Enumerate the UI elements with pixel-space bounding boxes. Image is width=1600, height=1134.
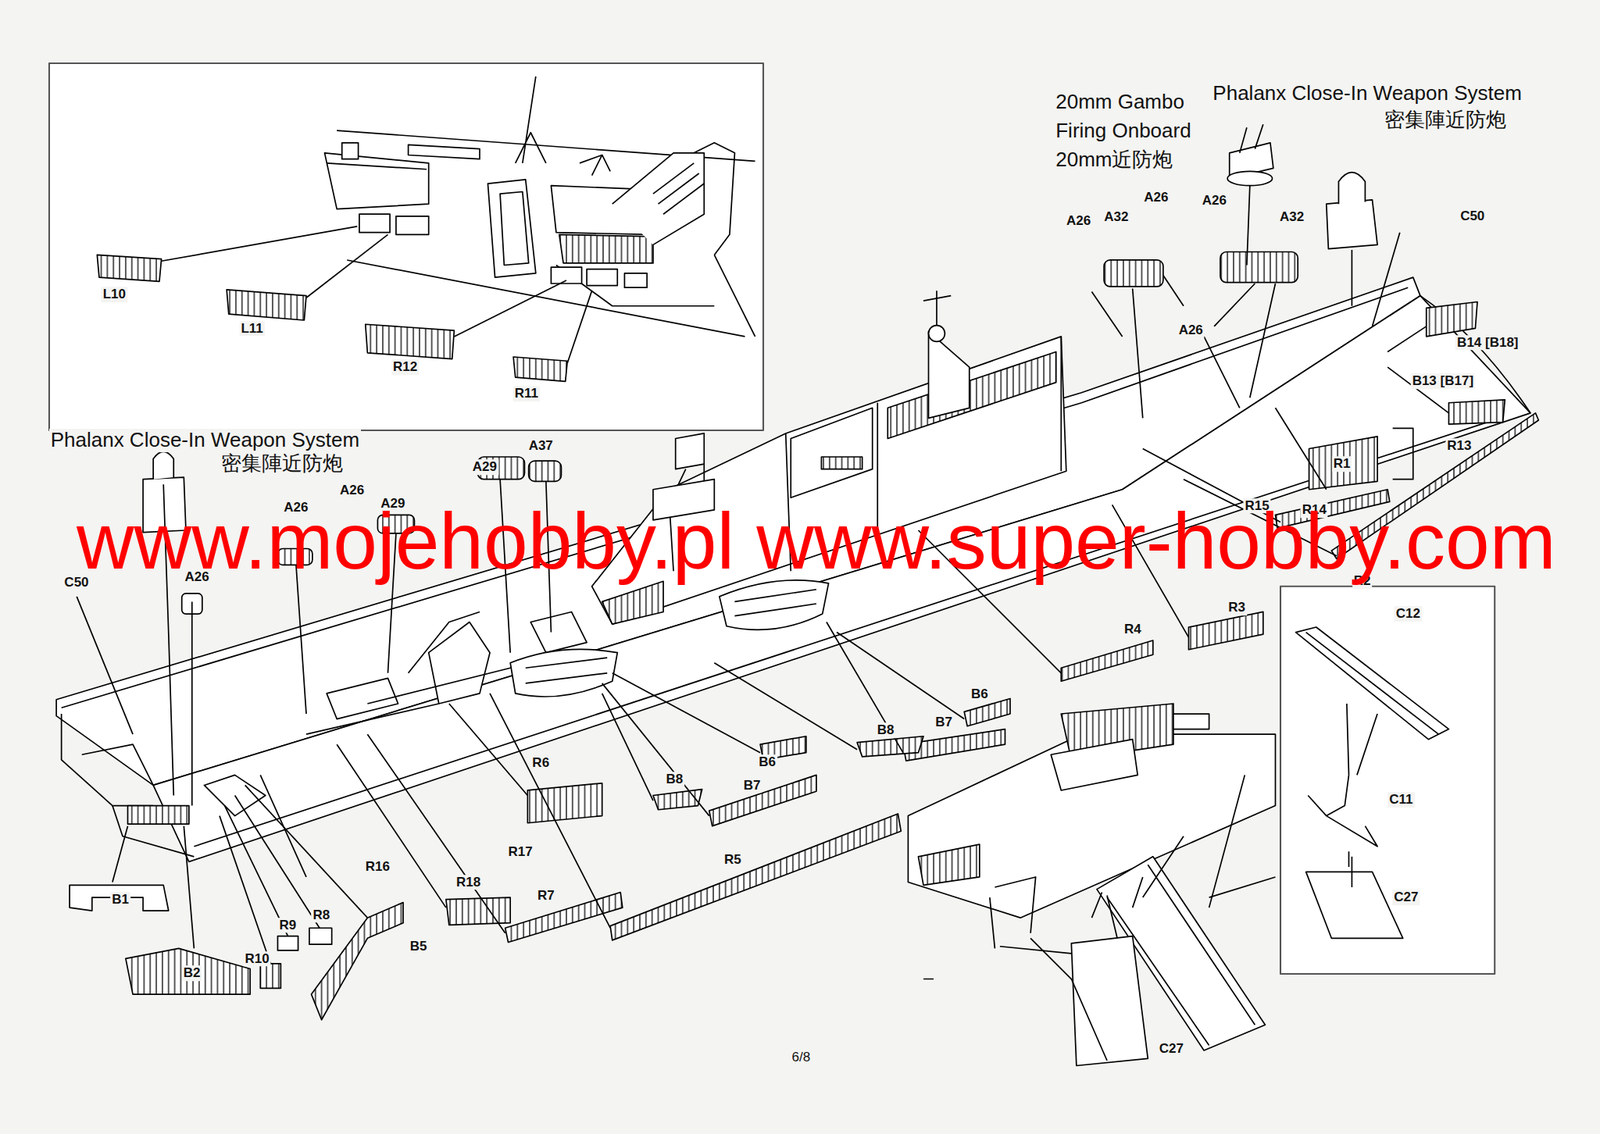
part-number: A37	[527, 438, 555, 454]
weapon-caption: 20mm Gambo Firing Onboard	[1053, 87, 1225, 145]
weapon-caption: 20mm近防炮	[1053, 148, 1175, 172]
part-number: B6	[969, 687, 990, 704]
part-number: L10	[101, 287, 128, 304]
part-number: B6	[757, 754, 778, 771]
part-number: R6	[530, 755, 551, 772]
part-number: R18	[454, 875, 483, 891]
part-number: R4	[1122, 621, 1143, 638]
part-number: R10	[243, 951, 272, 968]
part-number: R11	[513, 385, 540, 402]
weapon-caption: 密集陣近防炮	[219, 452, 345, 476]
part-number: B13 [B17]	[1410, 374, 1475, 390]
part-number: R5	[722, 852, 743, 868]
part-number: B1	[110, 892, 131, 908]
part-number: R8	[311, 907, 333, 924]
part-number: A26	[1200, 193, 1229, 210]
part-number: A26	[1064, 214, 1093, 230]
part-number: C12	[1394, 607, 1422, 623]
part-number: A26	[338, 482, 366, 499]
part-number: C50	[1458, 208, 1486, 225]
part-number: R17	[507, 844, 535, 861]
part-number: B8	[664, 771, 685, 788]
part-number: R12	[391, 359, 419, 375]
weapon-caption: Phalanx Close-In Weapon System	[49, 428, 362, 453]
part-number: B8	[875, 722, 897, 739]
part-number: B7	[742, 778, 763, 794]
watermark: www.mojehobby.pl www.super-hobby.com	[76, 502, 1557, 583]
part-number: R1	[1332, 457, 1353, 473]
part-number: A26	[1177, 322, 1205, 339]
part-number: B7	[933, 714, 954, 731]
part-number: C27	[1392, 890, 1420, 907]
part-number: R9	[277, 917, 298, 934]
part-number: C27	[1157, 1041, 1186, 1058]
part-number: C11	[1387, 792, 1415, 808]
part-number: A32	[1102, 209, 1130, 225]
part-number: A29	[471, 459, 499, 475]
part-number: L11	[239, 321, 265, 337]
weapon-caption: Phalanx Close-In Weapon System	[1210, 82, 1524, 106]
part-number: B5	[408, 939, 429, 955]
part-number: A32	[1278, 209, 1306, 225]
part-number: R13	[1445, 438, 1473, 454]
part-number: B14 [B18]	[1455, 335, 1520, 351]
part-number: R16	[364, 859, 392, 875]
page-number: 6/8	[789, 1050, 812, 1066]
weapon-caption: 密集陣近防炮	[1382, 108, 1508, 133]
part-number: R3	[1226, 600, 1247, 617]
part-number: B2	[182, 965, 203, 982]
part-number: R7	[535, 888, 557, 904]
part-number: A26	[1142, 190, 1170, 207]
